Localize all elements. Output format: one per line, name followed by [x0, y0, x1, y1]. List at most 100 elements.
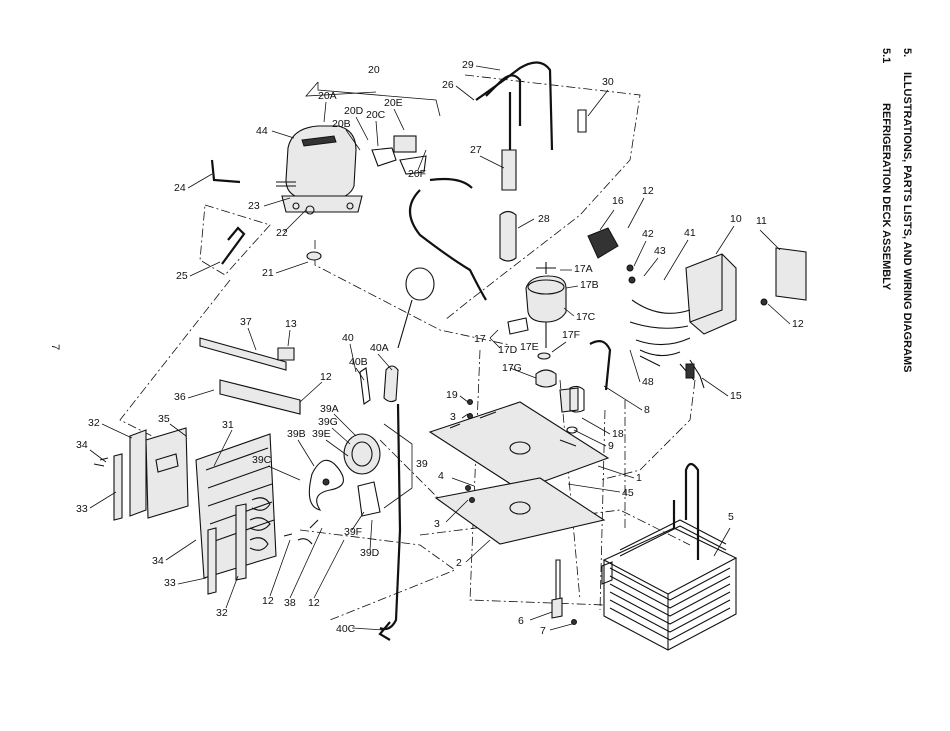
callout-19: 19: [446, 389, 458, 401]
access-valve: [577, 109, 587, 133]
label: [277, 347, 295, 361]
relay-cover: [393, 135, 417, 153]
condenser-fan-group: [199, 337, 402, 641]
callout-31: 31: [222, 419, 234, 431]
callout-26: 26: [442, 79, 454, 91]
callout-36: 36: [174, 391, 186, 403]
fan-guard: [559, 387, 579, 413]
section-title: ILLUSTRATIONS, PARTS LISTS, AND WIRING D…: [901, 72, 913, 372]
callout-27: 27: [470, 144, 482, 156]
cap-tube-end: [378, 621, 391, 641]
callout-15: 15: [730, 390, 742, 402]
bulb-clip: [359, 367, 371, 405]
condenser-group: [93, 427, 319, 595]
page-number: 7: [49, 344, 61, 350]
callout-39: 39: [416, 458, 428, 470]
callout-4: 4: [438, 470, 444, 482]
callout-21: 21: [262, 267, 274, 279]
callout-34-lower: 34: [152, 555, 164, 567]
callout-12-box: 12: [792, 318, 804, 330]
callout-17f: 17F: [562, 329, 580, 341]
callout-17b: 17B: [580, 279, 599, 291]
callout-44: 44: [256, 125, 268, 137]
callout-3-lower: 3: [434, 518, 440, 530]
transformer: [587, 227, 619, 259]
subsection-number: 5.1: [880, 48, 892, 63]
strain-relief: [685, 363, 695, 379]
fan-shroud-rail: [199, 337, 287, 371]
suction-line: [475, 61, 554, 151]
callout-29: 29: [462, 59, 474, 71]
subsection-title: REFRIGERATION DECK ASSEMBLY: [880, 103, 892, 291]
callout-17c: 17C: [576, 311, 596, 323]
suction-line-group: [397, 61, 587, 349]
callout-39b: 39B: [287, 428, 306, 440]
thermostat-bulb: [383, 365, 399, 403]
callout-39a: 39A: [320, 403, 339, 415]
callout-41: 41: [684, 227, 696, 239]
callout-6: 6: [518, 615, 524, 627]
drain-tube: [589, 339, 612, 391]
callout-11: 11: [756, 215, 767, 227]
upper-deck-plate: [428, 401, 610, 491]
capillary-coil: [405, 267, 435, 301]
callout-20: 20: [368, 64, 380, 76]
deck-plates: [428, 385, 610, 545]
section-heading: 5. ILLUSTRATIONS, PARTS LISTS, AND WIRIN…: [880, 48, 913, 372]
callout-39e: 39E: [312, 428, 331, 440]
callout-39f: 39F: [344, 526, 362, 538]
compressor-label-plate: [301, 135, 337, 147]
callout-17d: 17D: [498, 344, 518, 356]
callout-9: 9: [608, 440, 614, 452]
callout-12-clip: 12: [308, 597, 320, 609]
section-number: 5.: [901, 48, 913, 57]
washer: [537, 352, 551, 360]
return-bends: [249, 497, 271, 551]
process-tube: [210, 159, 241, 184]
callout-12-shroud: 12: [320, 371, 332, 383]
callout-32-left: 32: [88, 417, 100, 429]
capillary-lead: [429, 177, 473, 189]
drier: [501, 149, 517, 191]
relay: [371, 147, 397, 167]
sensor-clip: [551, 597, 563, 619]
screw: [93, 457, 109, 467]
callout-7: 7: [540, 625, 546, 637]
end-plate: [235, 503, 247, 581]
drier-tube: [221, 226, 246, 265]
fan-blade: [535, 369, 557, 388]
callout-20d: 20D: [344, 105, 364, 117]
bushing: [569, 385, 585, 413]
wire-leads: [276, 181, 296, 187]
callout-20b: 20B: [332, 118, 351, 130]
callout-10: 10: [730, 213, 742, 225]
callout-8: 8: [644, 404, 650, 416]
callout-17e: 17E: [520, 341, 539, 353]
electrical-group: [587, 227, 807, 389]
motor-bracket: [507, 317, 529, 335]
callout-20a: 20A: [318, 90, 337, 102]
callout-34-upper: 34: [76, 439, 88, 451]
callout-32-lower: 32: [216, 607, 228, 619]
capillary-loop: [408, 189, 487, 301]
lower-deck-plate: [434, 477, 606, 545]
callout-42: 42: [642, 228, 654, 240]
callout-13: 13: [285, 318, 297, 330]
insulation-sleeve: [499, 210, 517, 262]
callout-40c: 40C: [336, 623, 356, 635]
callout-3-upper: 3: [450, 411, 456, 423]
fan-blade-cond: [308, 459, 344, 511]
callout-22: 22: [276, 227, 288, 239]
callout-40: 40: [342, 332, 354, 344]
capillary-drop: [397, 299, 413, 349]
callout-12-transformer: 12: [642, 185, 654, 197]
clips: [283, 519, 319, 537]
callout-labels: 20 20A 20D 20E 20B 20C 44 29 26 30 27 24…: [76, 59, 804, 637]
compressor-group: [210, 125, 427, 265]
condenser-clip: [297, 538, 313, 545]
evap-fan-motor-group: [507, 262, 612, 413]
callout-33-upper: 33: [76, 503, 88, 515]
motor-mount: [357, 481, 381, 517]
evaporator-tube: [684, 462, 700, 560]
